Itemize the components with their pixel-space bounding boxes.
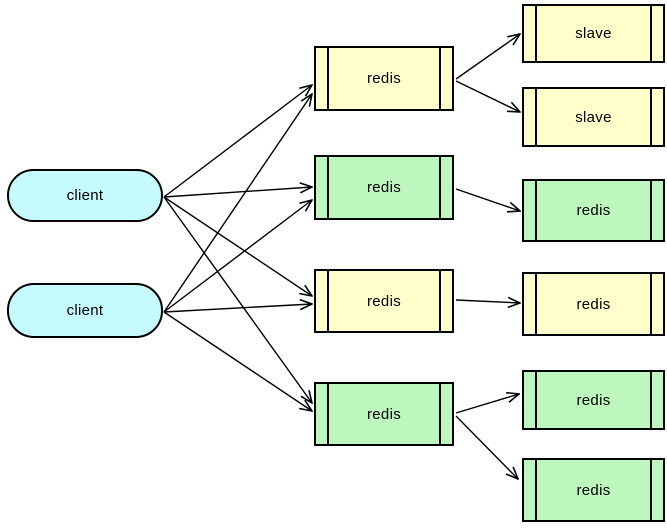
edge-client-2-redis-m1 xyxy=(163,94,312,313)
node-client-1-label: client xyxy=(66,187,104,204)
edge-redis-m3-redis-r3 xyxy=(455,300,520,303)
node-redis-r4: redis xyxy=(522,370,665,430)
edge-redis-m1-slave-2 xyxy=(455,80,520,112)
edge-redis-m4-redis-r4 xyxy=(455,394,519,414)
node-redis-m2: redis xyxy=(314,155,454,220)
node-redis-r4-label: redis xyxy=(576,391,611,409)
node-redis-m4-label: redis xyxy=(366,405,401,423)
edge-client-1-redis-m3 xyxy=(163,196,312,296)
node-redis-m3: redis xyxy=(314,269,454,333)
edge-client-1-redis-m4 xyxy=(163,196,312,403)
edge-client-1-redis-m2 xyxy=(163,187,312,198)
edge-redis-m1-slave-1 xyxy=(455,34,520,80)
node-redis-r5: redis xyxy=(522,458,665,522)
node-redis-m2-label: redis xyxy=(366,179,401,196)
edge-redis-m4-redis-r5 xyxy=(455,415,518,479)
node-redis-r3-label: redis xyxy=(576,295,611,313)
node-redis-m1-label: redis xyxy=(366,70,401,87)
node-client-2-label: client xyxy=(66,302,104,319)
node-redis-m4: redis xyxy=(314,382,454,446)
node-redis-r2-label: redis xyxy=(576,202,611,219)
edge-client-2-redis-m2 xyxy=(163,200,312,313)
node-redis-r5-label: redis xyxy=(576,481,611,499)
node-slave-1-label: slave xyxy=(575,25,612,42)
node-redis-m1: redis xyxy=(314,46,454,111)
edge-client-1-redis-m1 xyxy=(163,85,312,198)
edge-client-2-redis-m4 xyxy=(163,311,312,411)
node-client-2: client xyxy=(7,283,163,338)
edge-client-2-redis-m3 xyxy=(163,304,312,313)
node-redis-m3-label: redis xyxy=(366,292,401,310)
node-redis-r3: redis xyxy=(522,272,665,336)
edge-redis-m2-redis-r2 xyxy=(455,188,520,211)
node-slave-2: slave xyxy=(522,87,665,147)
node-client-1: client xyxy=(7,169,163,222)
node-slave-1: slave xyxy=(522,4,665,63)
node-slave-2-label: slave xyxy=(575,108,612,126)
node-redis-r2: redis xyxy=(522,179,665,242)
